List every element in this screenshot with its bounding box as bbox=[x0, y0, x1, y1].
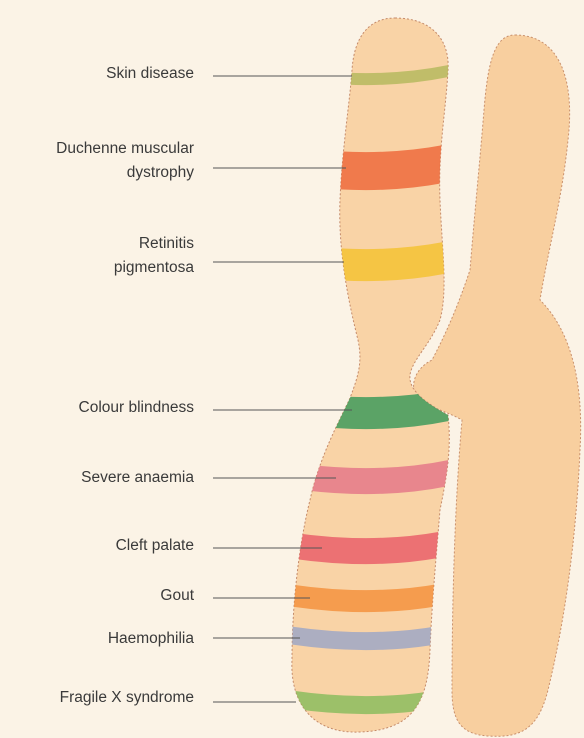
label-retinitis-pigmentosa: Retinitis pigmentosa bbox=[114, 232, 194, 280]
label-line: Gout bbox=[160, 584, 194, 608]
label-severe-anaemia: Severe anaemia bbox=[81, 466, 194, 490]
label-line: Cleft palate bbox=[116, 534, 194, 558]
label-line: Skin disease bbox=[106, 62, 194, 86]
label-line: pigmentosa bbox=[114, 256, 194, 280]
label-duchenne-muscular-dystrophy: Duchenne muscular dystrophy bbox=[56, 137, 194, 185]
label-line: Retinitis bbox=[114, 232, 194, 256]
label-colour-blindness: Colour blindness bbox=[79, 396, 194, 420]
label-line: Haemophilia bbox=[108, 627, 194, 651]
label-haemophilia: Haemophilia bbox=[108, 627, 194, 651]
label-line: Duchenne muscular bbox=[56, 137, 194, 161]
label-line: Colour blindness bbox=[79, 396, 194, 420]
label-line: dystrophy bbox=[56, 161, 194, 185]
label-cleft-palate: Cleft palate bbox=[116, 534, 194, 558]
label-skin-disease: Skin disease bbox=[106, 62, 194, 86]
label-line: Fragile X syndrome bbox=[60, 686, 194, 710]
label-gout: Gout bbox=[160, 584, 194, 608]
label-line: Severe anaemia bbox=[81, 466, 194, 490]
label-fragile-x-syndrome: Fragile X syndrome bbox=[60, 686, 194, 710]
